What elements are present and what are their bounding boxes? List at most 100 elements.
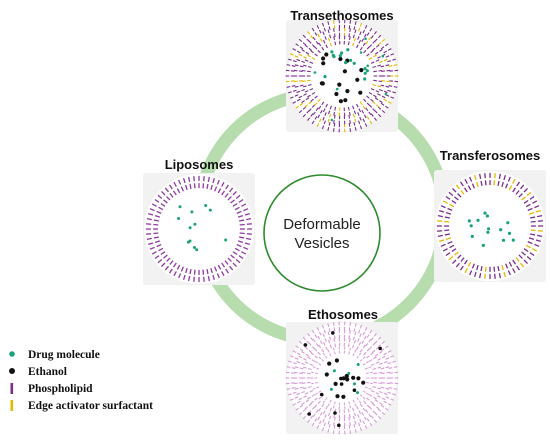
surfactant-molecule [464, 268, 468, 274]
drug-molecule [366, 64, 370, 68]
phospholipid-molecule [148, 242, 154, 246]
ethanol-molecule [344, 373, 349, 379]
phospholipid-molecule [296, 360, 301, 364]
phospholipid-molecule [298, 38, 303, 43]
phospholipid-molecule [149, 246, 155, 250]
phospholipid-molecule [160, 262, 166, 268]
phospholipid-molecule [303, 358, 307, 361]
phospholipid-molecule [363, 351, 367, 356]
phospholipid-molecule [381, 340, 386, 345]
surfactant-molecule [354, 118, 357, 123]
phospholipid-molecule [480, 265, 483, 272]
phospholipid-molecule [348, 416, 351, 421]
surfactant-molecule [314, 102, 318, 106]
phospholipid-molecule [366, 372, 370, 374]
phospholipid-molecule [370, 35, 374, 39]
phospholipid-molecule [304, 392, 309, 395]
drug-molecule [356, 363, 360, 366]
surfactant-molecule [352, 42, 355, 47]
bilayer-ring [293, 27, 391, 125]
drug-molecule [363, 77, 367, 81]
phospholipid-molecule [314, 397, 318, 401]
phospholipid-molecule [377, 366, 382, 369]
phospholipid-molecule [387, 350, 392, 353]
phospholipid-molecule [369, 27, 373, 32]
phospholipid-molecule [321, 46, 325, 51]
phospholipid-molecule [333, 28, 335, 32]
surfactant-molecule [512, 178, 516, 184]
phospholipid-molecule [333, 122, 336, 127]
phospholipid-molecule [368, 366, 372, 369]
drug-molecule [224, 238, 228, 242]
phospholipid-molecule [328, 423, 331, 428]
phospholipid-molecule [317, 335, 321, 340]
phospholipid-molecule [523, 187, 529, 193]
phospholipid-molecule [304, 44, 309, 48]
surfactant-molecule [373, 54, 377, 58]
phospholipid-molecule [375, 44, 380, 48]
phospholipid-molecule [364, 123, 368, 127]
phospholipid-molecule [385, 357, 390, 360]
phospholipid-molecule [318, 42, 322, 47]
surfactant-molecule [359, 22, 363, 27]
phospholipid-molecule [366, 53, 370, 57]
phospholipid-molecule [353, 339, 357, 344]
phospholipid-molecule [329, 407, 332, 412]
phospholipid-molecule [388, 367, 393, 369]
phospholipid-molecule [357, 414, 360, 418]
drug-molecule [359, 51, 363, 54]
legend-label-ethanol: Ethanol [28, 366, 67, 378]
phospholipid-molecule [311, 120, 315, 125]
phospholipid-molecule [302, 85, 307, 88]
phospholipid-molecule [169, 193, 174, 198]
phospholipid-molecule [370, 337, 374, 341]
phospholipid-molecule [358, 120, 361, 125]
phospholipid-molecule [299, 84, 304, 87]
phospholipid-molecule [308, 342, 312, 346]
phospholipid-molecule [369, 329, 373, 334]
phospholipid-molecule [227, 196, 232, 201]
phospholipid-molecule [454, 196, 459, 201]
phospholipid-molecule [314, 334, 318, 338]
phospholipid-molecule [518, 254, 523, 259]
phospholipid-molecule [302, 415, 307, 420]
phospholipid-molecule [309, 88, 314, 91]
phospholipid-molecule [308, 47, 313, 51]
phospholipid-molecule [364, 425, 368, 429]
phospholipid-molecule [314, 418, 318, 422]
phospholipid-molecule [377, 93, 381, 96]
phospholipid-molecule [308, 40, 312, 44]
phospholipid-molecule [366, 334, 370, 338]
phospholipid-molecule [309, 363, 314, 366]
phospholipid-molecule [377, 56, 381, 59]
drug-molecule [332, 55, 336, 59]
phospholipid-molecule [237, 240, 244, 243]
phospholipid-molecule [168, 184, 173, 190]
ethanol-molecule [331, 331, 335, 335]
phospholipid-molecule [359, 46, 363, 51]
phospholipid-molecule [365, 409, 369, 413]
surfactant-molecule [445, 237, 452, 240]
teal-dot-icon [9, 351, 15, 357]
surfactant-molecule [393, 64, 398, 66]
phospholipid-molecule [236, 244, 242, 248]
phospholipid-molecule [322, 31, 325, 36]
phospholipid-molecule [221, 271, 225, 277]
phospholipid-molecule [163, 199, 168, 204]
phospholipid-molecule [312, 366, 316, 369]
phospholipid-molecule [387, 391, 392, 394]
phospholipid-molecule [317, 114, 321, 119]
phospholipid-molecule [322, 39, 326, 44]
phospholipid-molecule [363, 335, 367, 340]
phospholipid-molecule [224, 260, 229, 265]
phospholipid-molecule [352, 105, 355, 110]
phospholipid-molecule [312, 413, 316, 418]
drug-molecule [188, 226, 192, 230]
phospholipid-molecule [388, 387, 393, 389]
phospholipid-molecule [327, 420, 330, 425]
phospholipid-molecule [294, 387, 299, 390]
phospholipid-molecule [333, 111, 336, 116]
phospholipid-molecule [366, 32, 370, 36]
ethanol-molecule [333, 411, 337, 415]
phospholipid-molecule [156, 244, 162, 248]
